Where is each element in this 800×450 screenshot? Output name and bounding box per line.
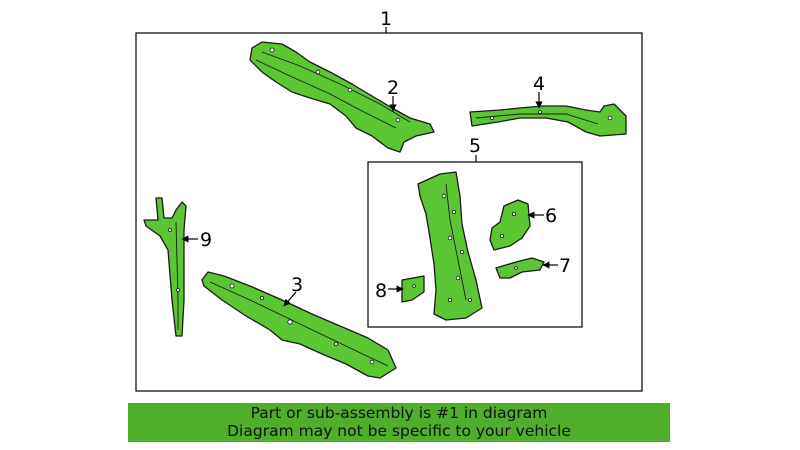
callout-8[interactable]: 8 <box>375 280 387 302</box>
callout-1[interactable]: 1 <box>380 8 392 30</box>
subassembly-frame <box>367 161 583 328</box>
part-9-side-support[interactable] <box>143 197 187 337</box>
callout-4[interactable]: 4 <box>533 73 545 95</box>
part-3-lower-crossmember[interactable] <box>201 271 397 379</box>
part-7-bracket[interactable] <box>495 257 545 279</box>
assembly-frame <box>135 32 643 392</box>
banner-line-1: Part or sub-assembly is #1 in diagram <box>250 404 548 422</box>
callout-3[interactable]: 3 <box>291 274 303 296</box>
disclaimer-banner: Part or sub-assembly is #1 in diagram Di… <box>128 403 670 442</box>
callout-5[interactable]: 5 <box>469 135 481 157</box>
part-8-bracket[interactable] <box>401 275 425 303</box>
callout-7[interactable]: 7 <box>559 255 571 277</box>
part-6-bracket[interactable] <box>489 199 531 251</box>
callout-9[interactable]: 9 <box>200 229 212 251</box>
callout-6[interactable]: 6 <box>545 205 557 227</box>
part-5-center-bracket[interactable] <box>417 171 483 321</box>
callout-2[interactable]: 2 <box>387 77 399 99</box>
part-2-upper-support[interactable] <box>249 41 435 153</box>
part-4-side-rail[interactable] <box>469 103 627 137</box>
callout-3-leader <box>283 291 297 307</box>
banner-line-2: Diagram may not be specific to your vehi… <box>227 422 571 440</box>
